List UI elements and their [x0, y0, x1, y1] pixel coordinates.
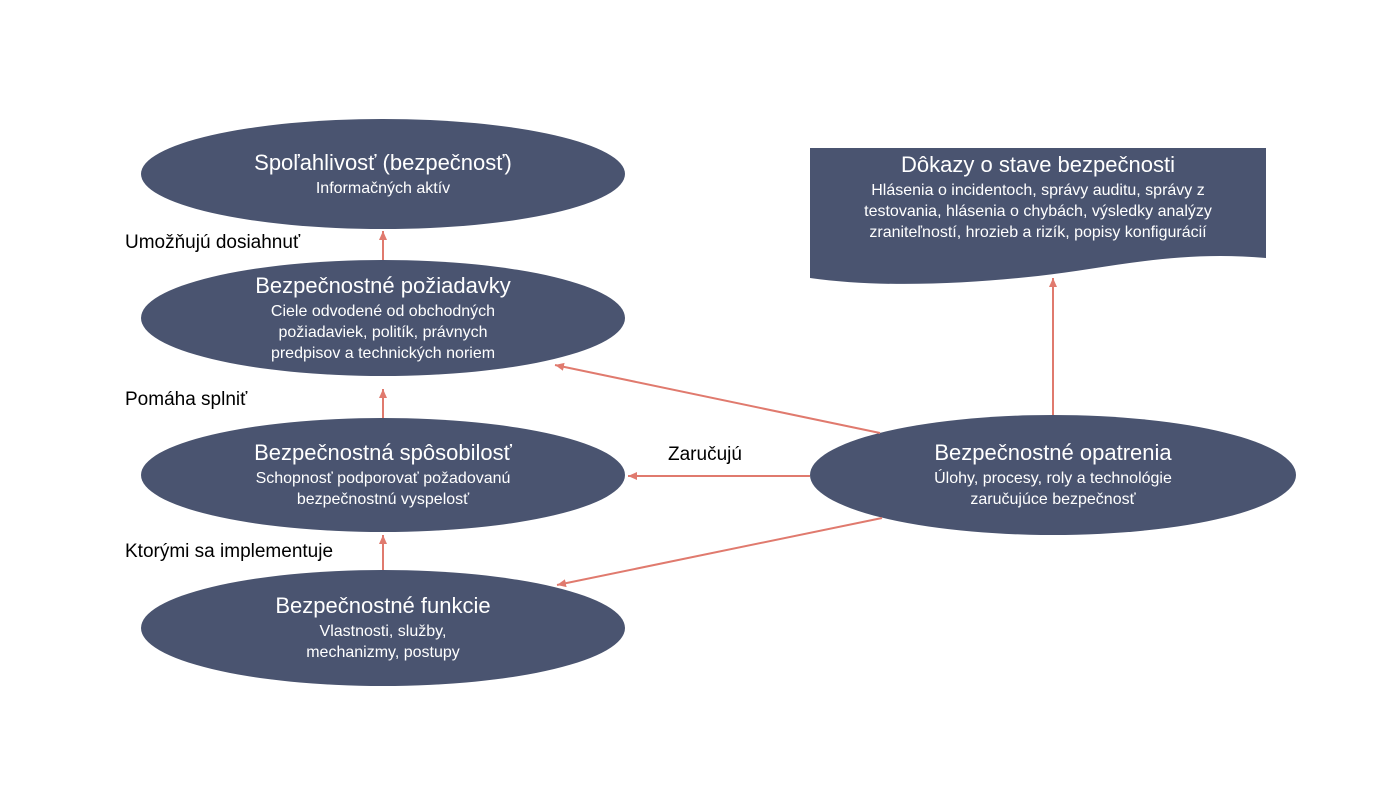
node-evidence-desc: Hlásenia o incidentoch, správy auditu, s…	[864, 180, 1212, 243]
node-capability: Bezpečnostná spôsobilosť Schopnosť podpo…	[141, 418, 625, 532]
node-functions-desc: Vlastnosti, služby, mechanizmy, postupy	[306, 621, 460, 663]
node-functions-title: Bezpečnostné funkcie	[275, 593, 491, 618]
node-requirements: Bezpečnostné požiadavky Ciele odvodené o…	[141, 260, 625, 376]
edge-label-implement: Ktorými sa implementuje	[125, 541, 334, 562]
node-functions-desc-line: mechanizmy, postupy	[306, 644, 460, 661]
node-measures-desc: Úlohy, procesy, roly a technológie zaruč…	[934, 468, 1172, 510]
node-measures-desc-line: zaručujúce bezpečnosť	[970, 491, 1136, 508]
node-capability-shape	[141, 418, 625, 532]
node-functions-shape	[141, 570, 625, 686]
node-evidence-desc-line: testovania, hlásenia o chybách, výsledky…	[864, 203, 1212, 220]
node-reliability-desc: Informačných aktív	[315, 179, 451, 197]
node-measures-title: Bezpečnostné opatrenia	[934, 440, 1172, 465]
node-evidence-desc-line: Hlásenia o incidentoch, správy auditu, s…	[871, 182, 1205, 199]
node-functions-desc-line: Vlastnosti, služby,	[319, 623, 447, 640]
node-capability-desc: Schopnosť podporovať požadovanú bezpečno…	[256, 468, 511, 510]
arrow-measures-to-functions	[556, 517, 883, 588]
node-capability-desc-line: bezpečnostnú vyspelosť	[296, 491, 470, 508]
node-reliability-shape	[141, 119, 625, 229]
edge-label-help: Pomáha splniť	[125, 389, 248, 410]
edge-label-guarantee: Zaručujú	[668, 444, 742, 465]
node-reliability-title: Spoľahlivosť (bezpečnosť)	[254, 149, 512, 175]
node-functions: Bezpečnostné funkcie Vlastnosti, služby,…	[141, 570, 625, 686]
node-requirements-desc-line: predpisov a technických noriem	[270, 344, 496, 362]
node-requirements-title: Bezpečnostné požiadavky	[255, 272, 511, 298]
node-reliability: Spoľahlivosť (bezpečnosť) Informačných a…	[141, 119, 625, 229]
node-measures-shape	[810, 415, 1296, 535]
arrow-measures-to-requirements	[554, 362, 881, 434]
node-evidence-desc-line: zraniteľností, hrozieb a rizík, popisy k…	[869, 224, 1207, 241]
node-requirements-shape	[141, 260, 625, 376]
edge-label-enable: Umožňujú dosiahnuť	[125, 232, 301, 253]
node-evidence: Dôkazy o stave bezpečnosti Hlásenia o in…	[810, 152, 1266, 260]
node-capability-title: Bezpečnostná spôsobilosť	[254, 440, 512, 465]
node-requirements-desc-line: Ciele odvodené od obchodných	[270, 302, 496, 320]
node-evidence-title: Dôkazy o stave bezpečnosti	[901, 152, 1175, 177]
node-capability-desc-line: Schopnosť podporovať požadovanú	[255, 470, 511, 487]
node-requirements-desc-line: požiadaviek, politík, právnych	[278, 323, 488, 341]
node-measures-desc-line: Úlohy, procesy, roly a technológie	[934, 470, 1172, 487]
node-evidence-shape	[810, 148, 1266, 284]
node-requirements-desc: Ciele odvodené od obchodných požiadaviek…	[271, 301, 495, 364]
node-measures: Bezpečnostné opatrenia Úlohy, procesy, r…	[810, 415, 1296, 535]
